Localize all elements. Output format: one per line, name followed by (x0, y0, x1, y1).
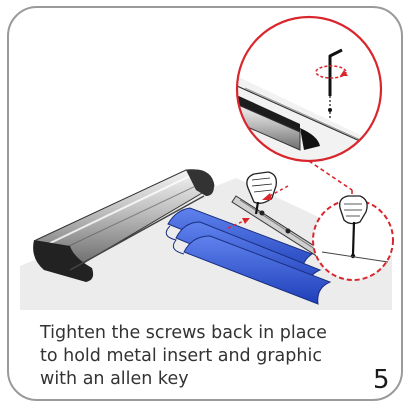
instruction-caption: Tighten the screws back in place to hold… (40, 322, 360, 391)
allen-key-icon (351, 221, 356, 255)
screw-icon (259, 210, 265, 216)
secondary-detail (312, 195, 394, 281)
magnified-detail (235, 15, 383, 163)
banner-stand-base (33, 169, 215, 282)
instruction-line-2: to hold metal insert and graphic (40, 346, 322, 366)
rotation-arrow-icon (315, 65, 347, 79)
guide-arrows (227, 185, 289, 229)
banner-graphic (165, 207, 332, 305)
allen-key-icon (328, 48, 343, 96)
instruction-line-3: with an allen key (40, 369, 189, 389)
allen-key-icon (254, 201, 260, 215)
zoom-connector (308, 160, 353, 200)
step-number: 5 (373, 365, 390, 395)
instruction-line-1: Tighten the screws back in place (40, 323, 327, 343)
